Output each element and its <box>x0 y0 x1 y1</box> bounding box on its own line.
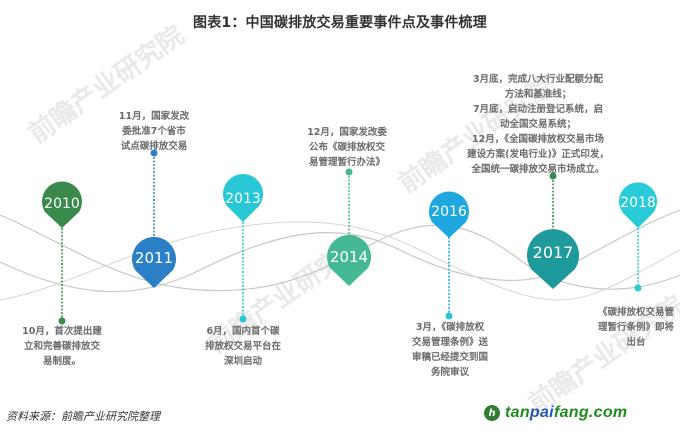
event-dot-2010 <box>58 317 66 325</box>
pin-2014: 2014 <box>327 234 372 286</box>
event-dot-2017 <box>549 172 557 180</box>
event-note-2013: 6月，国内首个碳 排放权交易平台在 深圳启动 <box>204 326 281 367</box>
event-dot-2013 <box>239 315 247 323</box>
source-caption: 资料来源：前瞻产业研究院整理 <box>6 410 160 423</box>
event-dot-2011 <box>150 149 158 157</box>
event-note-2011: 11月，国家发改 委批准7个省市 试点碳排放交易 <box>118 111 190 152</box>
event-dot-2018 <box>634 284 642 292</box>
event-note-2017: 3月底，完成八大行业配额分配 方法和基准线； 7月底，启动注册登记系统，启 动全… <box>467 74 609 175</box>
svg-text:2010: 2010 <box>44 196 80 212</box>
wave-line <box>0 221 680 301</box>
svg-text:2011: 2011 <box>135 249 173 267</box>
tanpaifang-logo[interactable]: h tanpaifang.com <box>484 404 627 422</box>
logo-leaf-icon: h <box>484 405 500 421</box>
pin-2013: 2013 <box>223 173 263 222</box>
svg-text:2017: 2017 <box>533 243 574 262</box>
svg-text:2018: 2018 <box>620 195 656 211</box>
pin-2017: 2017 <box>527 229 579 289</box>
event-dot-2014 <box>345 168 353 176</box>
event-note-2018: 《碳排放权交易管 理暂行条例》即将 出台 <box>597 307 674 348</box>
pin-2011: 2011 <box>132 236 176 288</box>
svg-text:2013: 2013 <box>225 191 261 207</box>
event-dot-2016 <box>445 312 453 320</box>
wave-line <box>0 209 680 293</box>
pin-2018: 2018 <box>619 182 658 228</box>
pin-2010: 2010 <box>41 181 82 228</box>
logo-text: tanpaifang.com <box>505 404 628 421</box>
wave-line <box>0 214 680 292</box>
chart-title: 图表1：中国碳排放交易重要事件点及事件梳理 <box>193 15 487 31</box>
svg-text:2014: 2014 <box>330 248 368 266</box>
svg-text:2016: 2016 <box>431 204 467 220</box>
event-note-2014: 12月，国家发改委 公布《碳排放权交 易管理暂行办法》 <box>307 127 387 168</box>
event-note-2016: 3月，《碳排放权 交易管理条例》送 审稿已经提交到国 务院审议 <box>411 322 488 378</box>
pin-2016: 2016 <box>429 191 469 238</box>
event-note-2010: 10月，首次提出建 立和完善碳排放交 易制度。 <box>22 326 102 367</box>
